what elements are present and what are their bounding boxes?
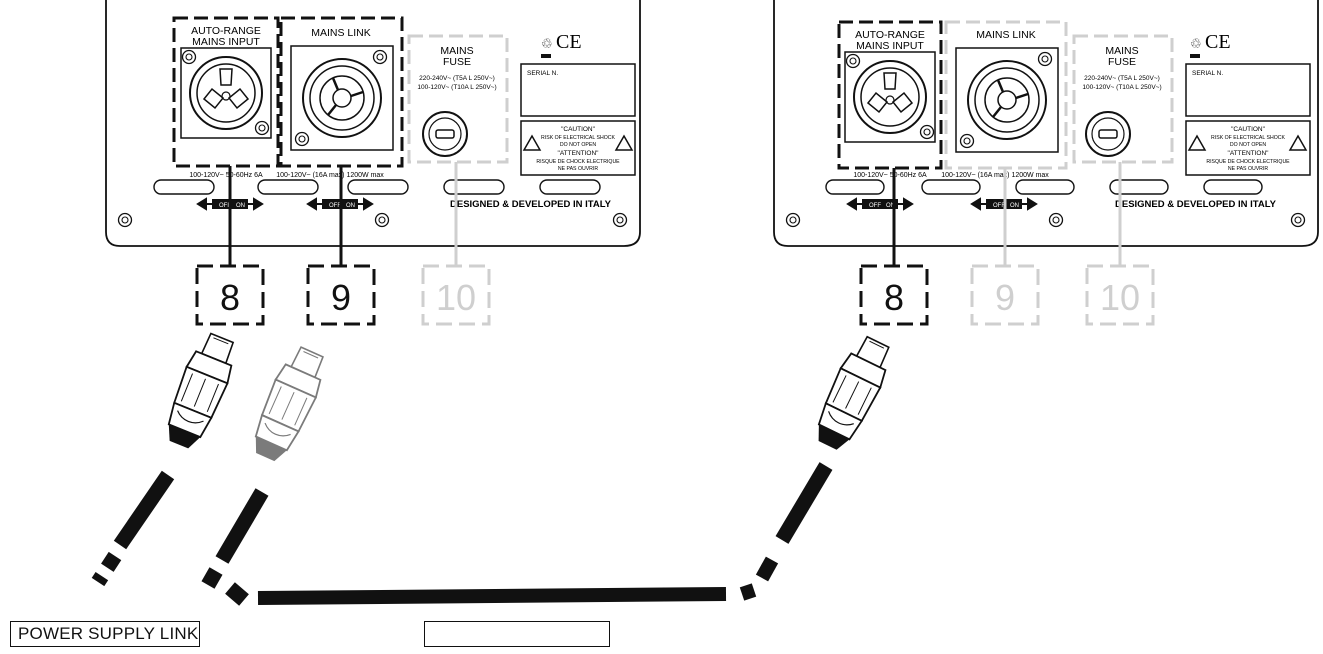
handle-slot bbox=[443, 179, 505, 195]
fuse-label: MAINS bbox=[1105, 45, 1138, 57]
designed-in-italy: DESIGNED & DEVELOPED IN ITALY bbox=[450, 199, 612, 210]
cable-right bbox=[775, 462, 833, 544]
svg-text:9: 9 bbox=[331, 277, 351, 318]
caption-box-power-supply bbox=[10, 621, 200, 647]
link-cable-run bbox=[257, 587, 727, 605]
warning-icon bbox=[1187, 134, 1207, 151]
caption-box-blank bbox=[424, 621, 610, 647]
handle-slot bbox=[1015, 179, 1075, 195]
svg-text:OFF: OFF bbox=[329, 203, 341, 209]
fuse-label: MAINS bbox=[440, 45, 473, 57]
mains-input-label: MAINS INPUT bbox=[856, 40, 924, 52]
fuse-spec: 100-120V~ (T10A L 250V~) bbox=[1082, 84, 1161, 91]
attention-text: NE PAS OUVRIR bbox=[1228, 166, 1269, 172]
handle-slot bbox=[1109, 179, 1169, 195]
svg-text:9: 9 bbox=[995, 277, 1015, 318]
caution-text: "CAUTION" bbox=[561, 126, 596, 133]
svg-text:10: 10 bbox=[436, 277, 476, 318]
attention-text: "ATTENTION" bbox=[558, 150, 600, 157]
callout-10: 10 bbox=[1085, 264, 1155, 326]
power-cables bbox=[91, 328, 899, 606]
ce-mark: CE bbox=[556, 31, 582, 53]
mains-link-label: MAINS LINK bbox=[976, 29, 1036, 41]
link-rating: 100-120V~ (16A max) 1200W max bbox=[941, 172, 1049, 179]
svg-text:ON: ON bbox=[886, 203, 895, 209]
fuse-spec: 220-240V~ (T5A L 250V~) bbox=[1084, 75, 1160, 82]
svg-text:ON: ON bbox=[236, 203, 245, 209]
fuse-highlight bbox=[407, 34, 509, 164]
fuse-highlight bbox=[1072, 34, 1174, 164]
rear-panel-right: AUTO-RANGE MAINS INPUT 100-120V~ 50-60Hz… bbox=[773, 0, 1319, 326]
callout-10: 10 bbox=[421, 264, 491, 326]
svg-text:OFF: OFF bbox=[869, 203, 881, 209]
caution-plate bbox=[520, 120, 636, 176]
warning-icon bbox=[522, 134, 542, 151]
serial-plate bbox=[1185, 63, 1311, 117]
mains-input-label: AUTO-RANGE bbox=[855, 29, 925, 41]
caution-text: "CAUTION" bbox=[1231, 126, 1266, 133]
serial-plate bbox=[520, 63, 636, 117]
input-rating: 100-120V~ 50-60Hz 6A bbox=[853, 172, 927, 179]
handle-slot bbox=[1203, 179, 1263, 195]
fuse-spec: 100-120V~ (T10A L 250V~) bbox=[417, 84, 496, 91]
mains-input-label: MAINS INPUT bbox=[192, 36, 260, 48]
cable-left bbox=[113, 470, 175, 550]
handle-slot bbox=[539, 179, 601, 195]
fuse-label: FUSE bbox=[443, 56, 471, 68]
warning-icon bbox=[1288, 134, 1308, 151]
handle-slot bbox=[921, 179, 981, 195]
svg-text:10: 10 bbox=[1100, 277, 1140, 318]
link-rating: 100-120V~ (16A max) 1200W max bbox=[276, 172, 384, 179]
svg-text:OFF: OFF bbox=[219, 203, 231, 209]
handle-slot bbox=[825, 179, 885, 195]
ce-mark: CE bbox=[1205, 31, 1231, 53]
svg-text:8: 8 bbox=[220, 277, 240, 318]
svg-text:OFF: OFF bbox=[993, 203, 1005, 209]
mains-input-label: AUTO-RANGE bbox=[191, 25, 261, 37]
callout-9: 9 bbox=[306, 264, 376, 326]
serial-label: SERIAL N. bbox=[1192, 70, 1223, 77]
caution-text: RISK OF ELECTRICAL SHOCK bbox=[1211, 135, 1285, 141]
attention-text: RISQUE DE CHOCK ELECTRIQUE bbox=[1206, 159, 1290, 165]
attention-text: NE PAS OUVRIR bbox=[558, 166, 599, 172]
mains-link-label: MAINS LINK bbox=[311, 27, 371, 39]
panel-outline bbox=[773, 0, 1319, 247]
serial-label: SERIAL N. bbox=[527, 70, 558, 77]
caption-power-supply-link: POWER SUPPLY LINK bbox=[18, 624, 199, 643]
rear-panel-left: AUTO-RANGE MAINS INPUT 100-120V~ 50-60Hz… bbox=[105, 0, 641, 326]
attention-text: RISQUE DE CHOCK ELECTRIQUE bbox=[536, 159, 620, 165]
warning-icon bbox=[614, 134, 634, 151]
callout-9: 9 bbox=[970, 264, 1040, 326]
fuse-label: FUSE bbox=[1108, 56, 1136, 68]
mains-input-highlight bbox=[837, 20, 943, 170]
svg-text:ON: ON bbox=[346, 203, 355, 209]
attention-text: "ATTENTION" bbox=[1228, 150, 1270, 157]
fuse-spec: 220-240V~ (T5A L 250V~) bbox=[419, 75, 495, 82]
caution-text: DO NOT OPEN bbox=[1230, 142, 1266, 148]
handle-slot bbox=[153, 179, 215, 195]
svg-text:ON: ON bbox=[1010, 203, 1019, 209]
caution-text: DO NOT OPEN bbox=[560, 142, 596, 148]
cable-link bbox=[215, 488, 269, 564]
callout-8: 8 bbox=[859, 264, 929, 326]
designed-in-italy: DESIGNED & DEVELOPED IN ITALY bbox=[1115, 199, 1277, 210]
handle-slot bbox=[347, 179, 409, 195]
powercon-plug-icon bbox=[806, 331, 899, 456]
weee-bin-icon: ♲ bbox=[541, 36, 553, 51]
powercon-plug-icon bbox=[157, 328, 244, 454]
input-rating: 100-120V~ 50-60Hz 6A bbox=[189, 172, 263, 179]
caution-plate bbox=[1185, 120, 1311, 176]
callout-8: 8 bbox=[195, 264, 265, 326]
handle-slot bbox=[257, 179, 319, 195]
weee-bin-icon: ♲ bbox=[1190, 36, 1202, 51]
svg-text:8: 8 bbox=[884, 277, 904, 318]
mains-input-highlight bbox=[172, 16, 280, 168]
off-on-arrow-icon: OFF ON bbox=[846, 197, 914, 211]
powercon-link-plug-icon bbox=[244, 342, 333, 467]
caution-text: RISK OF ELECTRICAL SHOCK bbox=[541, 135, 615, 141]
